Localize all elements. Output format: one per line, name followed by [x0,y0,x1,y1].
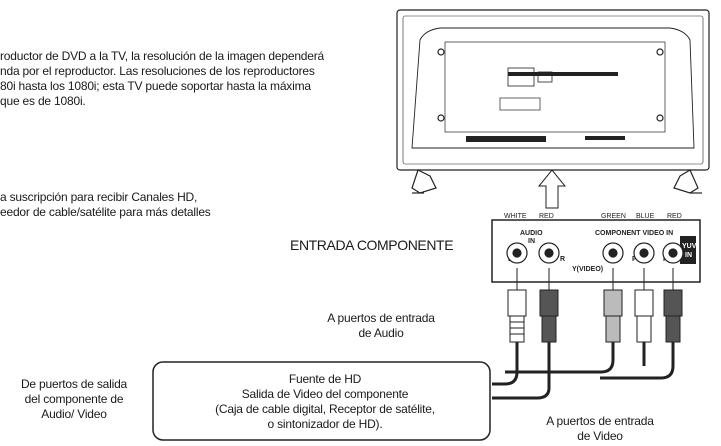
y-video-label: Y(VIDEO) [572,266,603,273]
rca-plug-red-2 [663,268,683,343]
component-input-label: ENTRADA COMPONENTE [290,237,454,253]
label-line: A puertos de entrada [327,311,435,325]
tv-back-illustration [396,9,710,194]
up-arrow-icon [537,169,567,209]
paragraph-line: roductor de DVD a la TV, la resolución d… [0,49,325,63]
connection-note-paragraph: roductor de DVD a la TV, la resolución d… [0,49,324,109]
paragraph-line: nda por el reproductor. Las resoluciones… [0,64,315,78]
paragraph-line: eedor de cable/satélite para más detalle… [0,205,211,219]
label-line: o sintonizador de HD). [267,417,383,431]
video-ports-label: A puertos de entrada de Video [530,414,670,444]
label-line: De puertos de salida [20,377,128,391]
label-line: A puertos de entrada [546,414,654,428]
jack-video-pr [662,242,684,264]
yuv-label: YUV [682,243,697,250]
audio-ports-label: A puertos de entrada de Audio [326,311,436,341]
rca-plug-blue [634,268,654,343]
label-line: Salida de Video del componente [241,387,409,401]
hd-source-box [152,361,491,441]
cables [492,342,675,400]
label-line: de Audio [358,326,404,340]
av-output-label: De puertos de salida del componente de A… [0,377,148,422]
red-label-2: RED [667,213,682,220]
rca-plug-white [507,268,527,343]
rca-plug-green [603,268,623,343]
hd-subscription-paragraph: a suscripción para recibir Canales HD, e… [0,190,211,220]
label-line: Fuente de HD [288,372,362,386]
jack-audio-l [506,242,528,264]
component-video-in-label: COMPONENT VIDEO IN [595,230,673,237]
paragraph-line: 80i hasta los 1080i; esta TV puede sopor… [0,79,311,93]
paragraph-line: que es de 1080i. [0,94,86,108]
label-line: de Video [577,429,623,443]
label-line: del componente de [24,392,124,406]
red-label: RED [539,213,554,220]
jack-audio-r [538,242,560,264]
jack-video-pb [633,242,655,264]
r-label: R [560,256,565,263]
white-label: WHITE [504,213,527,220]
label-line: Audio/ Video [41,407,107,421]
jack-video-y [602,242,624,264]
audio-label: AUDIO [520,230,543,237]
paragraph-line: a suscripción para recibir Canales HD, [0,190,198,204]
green-label: GREEN [601,213,626,220]
audio-in-label: IN [528,238,535,245]
yuv-in-label: IN [685,252,692,259]
rca-plug-red [539,268,559,343]
blue-label: BLUE [636,213,655,220]
hd-source-label: Fuente de HD Salida de Video del compone… [180,372,470,432]
label-line: (Caja de cable digital, Receptor de saté… [215,402,435,416]
